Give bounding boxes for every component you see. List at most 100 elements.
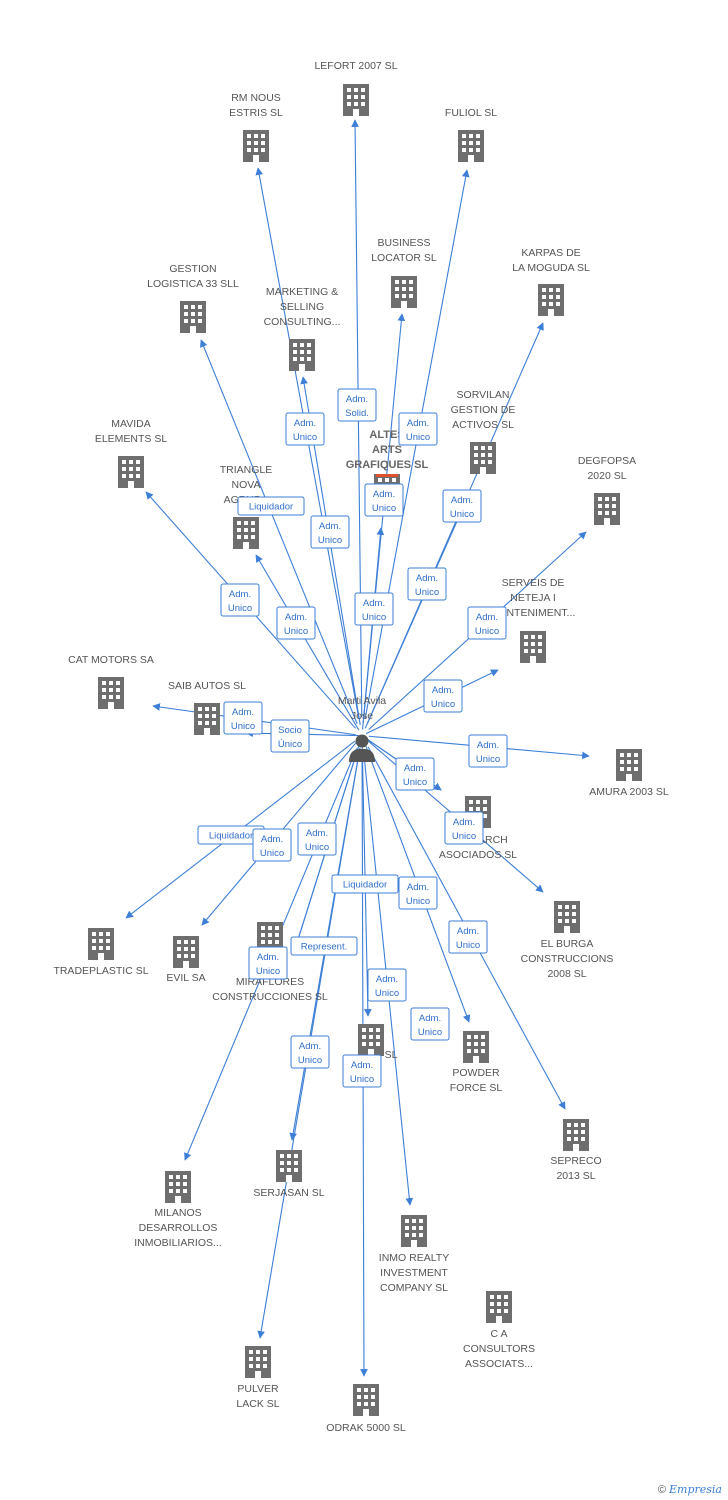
company-label-line: CONSULTING... bbox=[264, 316, 341, 328]
relation-label-text: Unico bbox=[256, 966, 280, 977]
relation-label-hidden[interactable]: Adm.Unico bbox=[367, 968, 407, 1002]
company-label-line: FULIOL SL bbox=[445, 107, 497, 119]
company-label-line: LA MOGUDA SL bbox=[512, 262, 590, 274]
building-icon bbox=[486, 1291, 512, 1323]
company-label-line: ACTIVOS SL bbox=[452, 419, 514, 431]
relation-label-pulver[interactable]: Adm.Unico bbox=[290, 1035, 330, 1069]
company-node-evil[interactable]: EVIL SA bbox=[166, 936, 206, 984]
building-icon bbox=[470, 442, 496, 474]
relation-label-fuliol[interactable]: Adm.Unico bbox=[398, 412, 438, 446]
building-icon bbox=[401, 1215, 427, 1247]
company-node-tradeplastic[interactable]: TRADEPLASTIC SL bbox=[53, 928, 149, 977]
relation-label-miraflores2[interactable]: Represent. bbox=[290, 936, 358, 956]
company-label-line: MARKETING & bbox=[266, 286, 338, 298]
relation-label-evil[interactable]: Adm.Unico bbox=[252, 828, 292, 862]
relation-label-sorvilan[interactable]: Adm.Unico bbox=[407, 567, 447, 601]
company-label-line: TRIANGLE bbox=[220, 464, 273, 476]
relation-label-adm-seprero[interactable]: Adm.Unico bbox=[448, 920, 488, 954]
company-label-line: KARPAS DE bbox=[521, 247, 580, 259]
relation-label-tramarch[interactable]: Adm.Unico bbox=[395, 757, 435, 791]
company-label-line: ODRAK 5000 SL bbox=[326, 1422, 406, 1434]
relation-label-altes[interactable]: Adm.Unico bbox=[354, 592, 394, 626]
company-node-lefort[interactable]: LEFORT 2007 SL bbox=[314, 60, 398, 116]
relation-label-text: Unico bbox=[362, 612, 386, 623]
company-node-ca[interactable]: C ACONSULTORSASSOCIATS... bbox=[463, 1291, 535, 1370]
company-label-line: TRADEPLASTIC SL bbox=[53, 965, 148, 977]
company-label-line: ESTRIS SL bbox=[229, 107, 283, 119]
company-label-line: ALTES bbox=[369, 429, 404, 441]
building-icon bbox=[194, 703, 220, 735]
company-node-milanos[interactable]: MILANOSDESARROLLOSINMOBILIARIOS... bbox=[134, 1171, 222, 1249]
relation-label-triangle[interactable]: Adm.Unico bbox=[276, 606, 316, 640]
company-node-degfopsa[interactable]: DEGFOPSA 2020 SL bbox=[578, 455, 636, 525]
relation-label-gestion33[interactable]: Liquidador bbox=[237, 496, 305, 516]
relation-label-text: Socio bbox=[278, 725, 302, 736]
relation-label-text: Unico bbox=[431, 699, 455, 710]
relation-label-miraflores[interactable]: Adm.Unico bbox=[297, 822, 337, 856]
relation-label-milanos[interactable]: Adm.Unico bbox=[248, 946, 288, 980]
company-label-line: 2020 SL bbox=[587, 470, 626, 482]
relation-label-degfopsa[interactable]: Adm.Unico bbox=[467, 606, 507, 640]
building-icon bbox=[88, 928, 114, 960]
company-node-hidden[interactable]: SL bbox=[358, 1024, 398, 1061]
company-label-line: 2013 SL bbox=[556, 1170, 595, 1182]
building-icon bbox=[289, 339, 315, 371]
relation-label-rmnous[interactable]: Adm.Unico bbox=[285, 412, 325, 446]
relation-label-marketing[interactable]: Adm.Unico bbox=[310, 515, 350, 549]
company-label-line: COMPANY SL bbox=[380, 1282, 448, 1294]
relation-label-text: Único bbox=[278, 739, 302, 750]
relation-label-mavida[interactable]: Adm.Unico bbox=[220, 583, 260, 617]
company-label-line: SL bbox=[385, 1049, 398, 1061]
relation-label-text: Adm. bbox=[294, 418, 316, 429]
relation-label-business[interactable]: Adm.Unico bbox=[364, 483, 404, 517]
relation-label-amura[interactable]: Adm.Unico bbox=[468, 734, 508, 768]
relation-label-tramarch2[interactable]: Adm.Unico bbox=[444, 811, 484, 845]
company-label-line: LOGISTICA 33 SLL bbox=[147, 278, 239, 290]
building-icon bbox=[233, 517, 259, 549]
company-label-line: NETEJA I bbox=[510, 592, 556, 604]
company-label-line: DEGFOPSA bbox=[578, 455, 636, 467]
company-node-serjasan[interactable]: SERJASAN SL bbox=[253, 1150, 325, 1199]
company-label-line: EVIL SA bbox=[166, 972, 205, 984]
company-node-saib[interactable]: SAIB AUTOS SL bbox=[168, 680, 246, 735]
company-node-odrak[interactable]: ODRAK 5000 SL bbox=[326, 1384, 406, 1434]
relation-label-text: Adm. bbox=[261, 834, 283, 845]
company-label-line: MANTENIMENT... bbox=[491, 607, 576, 619]
company-node-marketing[interactable]: MARKETING & SELLING CONSULTING... bbox=[264, 286, 341, 371]
company-node-catmotors[interactable]: CAT MOTORS SA bbox=[68, 654, 154, 709]
company-node-amura[interactable]: AMURA 2003 SL bbox=[589, 749, 669, 798]
company-label-line: GESTION DE bbox=[451, 404, 516, 416]
company-label-line: SAIB AUTOS SL bbox=[168, 680, 246, 692]
building-icon bbox=[538, 284, 564, 316]
relation-label-powder[interactable]: Adm.Unico bbox=[410, 1007, 450, 1041]
company-label-line: SELLING bbox=[280, 301, 324, 313]
relation-label-karpas[interactable]: Adm.Unico bbox=[442, 489, 482, 523]
relation-label-lefort[interactable]: Adm.Solid. bbox=[337, 388, 377, 422]
company-node-fuliol[interactable]: FULIOL SL bbox=[445, 107, 497, 162]
relation-label-text: Adm. bbox=[285, 612, 307, 623]
relation-label-serveis[interactable]: Adm.Unico bbox=[423, 679, 463, 713]
relation-label-odrak[interactable]: Adm.Unico bbox=[342, 1054, 382, 1088]
relation-label-text: Unico bbox=[403, 777, 427, 788]
relation-label-catmotors[interactable]: Adm.Unico bbox=[223, 701, 263, 735]
building-icon bbox=[358, 1024, 384, 1056]
footer-brand[interactable]: © Empresia bbox=[658, 1483, 722, 1496]
company-label-line: CONSTRUCCIONS bbox=[521, 953, 614, 965]
relation-label-serjasan[interactable]: Liquidador bbox=[331, 874, 399, 894]
company-node-karpas[interactable]: KARPAS DE LA MOGUDA SL bbox=[512, 247, 590, 316]
relation-label-inmo[interactable]: Adm.Unico bbox=[398, 876, 438, 910]
